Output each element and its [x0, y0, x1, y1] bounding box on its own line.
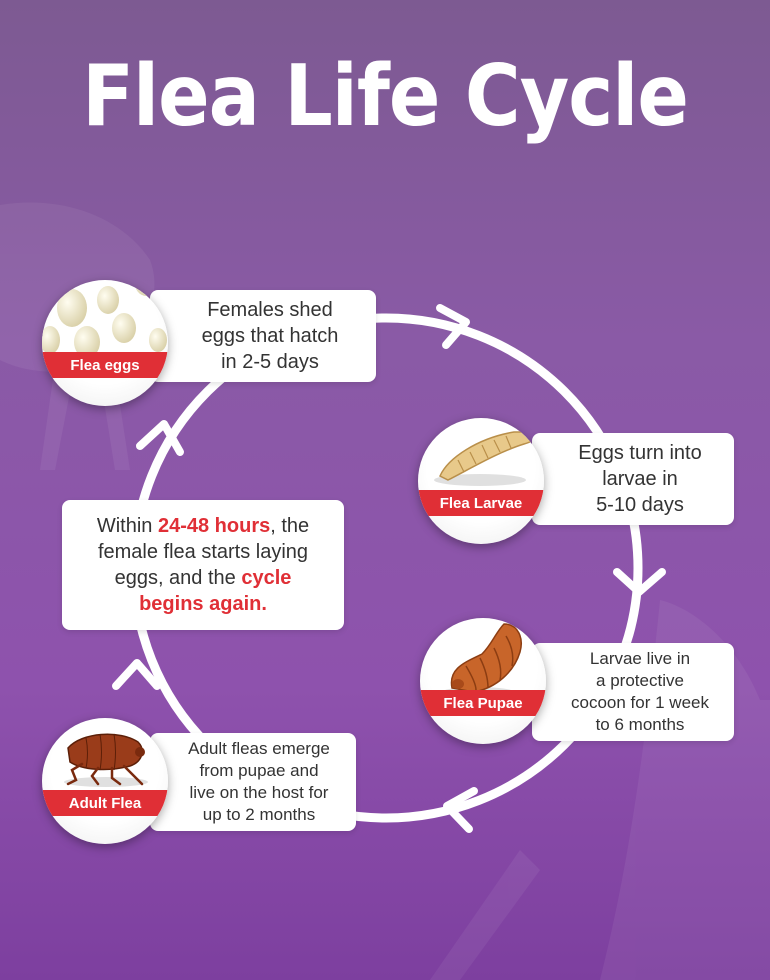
pupae-text-line: a protective — [596, 671, 684, 690]
adult-flea-icon — [64, 733, 148, 787]
cycle-restart-note: Within 24-48 hours, the female flea star… — [62, 500, 344, 630]
restart-text: eggs, and the — [114, 567, 242, 589]
eggs-text-line: in 2-5 days — [221, 351, 319, 373]
pupae-text-line: cocoon for 1 week — [571, 693, 709, 712]
stage-flea-larvae: Flea Larvae — [418, 418, 544, 544]
pupae-text-line: Larvae live in — [589, 649, 691, 668]
adult-description: Adult fleas emerge from pupae and live o… — [150, 733, 356, 831]
restart-line-2: female flea starts laying — [97, 541, 309, 563]
restart-text: , the — [270, 515, 310, 537]
eggs-text-line: eggs that hatch — [201, 325, 339, 347]
restart-highlight-cycle: cycle — [241, 567, 292, 589]
larvae-description: Eggs turn into larvae in 5-10 days — [532, 433, 734, 525]
larvae-text-line: larvae in — [602, 468, 678, 490]
arrow-to-restart — [112, 659, 161, 690]
pupae-text-line: to 6 months — [595, 715, 685, 734]
eggs-text-line: Females shed — [207, 299, 333, 321]
restart-line-4: begins again. — [139, 593, 267, 615]
arrow-to-adult — [443, 787, 478, 833]
stage-adult-flea: Adult Flea — [42, 718, 168, 844]
adult-text-line: from pupae and — [199, 761, 319, 780]
flea-pupa-icon — [442, 623, 522, 697]
pupae-description: Larvae live in a protective cocoon for 1… — [532, 643, 734, 741]
stage-flea-eggs: Flea eggs — [42, 280, 168, 406]
larvae-text-line: Eggs turn into — [578, 442, 702, 464]
arrow-to-eggs — [136, 420, 184, 456]
larvae-text-line: 5-10 days — [596, 494, 684, 516]
page-title: Flea Life Cycle — [82, 45, 689, 146]
stage-label: Flea Pupae — [420, 690, 546, 716]
flea-larva-icon — [434, 430, 540, 486]
arrow-to-pupae — [613, 568, 666, 596]
arrow-to-larvae — [436, 304, 470, 349]
restart-text: Within — [96, 515, 158, 537]
flea-eggs-icon — [42, 280, 167, 358]
stage-label: Flea Larvae — [418, 490, 544, 516]
stage-label: Flea eggs — [42, 352, 168, 378]
restart-highlight-hours: 24-48 hours — [157, 515, 271, 537]
restart-line-1: Within 24-48 hours, the — [97, 513, 309, 539]
stage-label: Adult Flea — [42, 790, 168, 816]
restart-line-3: eggs, and the cycle — [97, 565, 309, 591]
adult-text-line: live on the host for — [189, 783, 329, 802]
eggs-description: Females shed eggs that hatch in 2-5 days — [150, 290, 376, 382]
adult-text-line: up to 2 months — [202, 805, 316, 824]
adult-text-line: Adult fleas emerge — [188, 739, 330, 758]
stage-flea-pupae: Flea Pupae — [420, 618, 546, 744]
